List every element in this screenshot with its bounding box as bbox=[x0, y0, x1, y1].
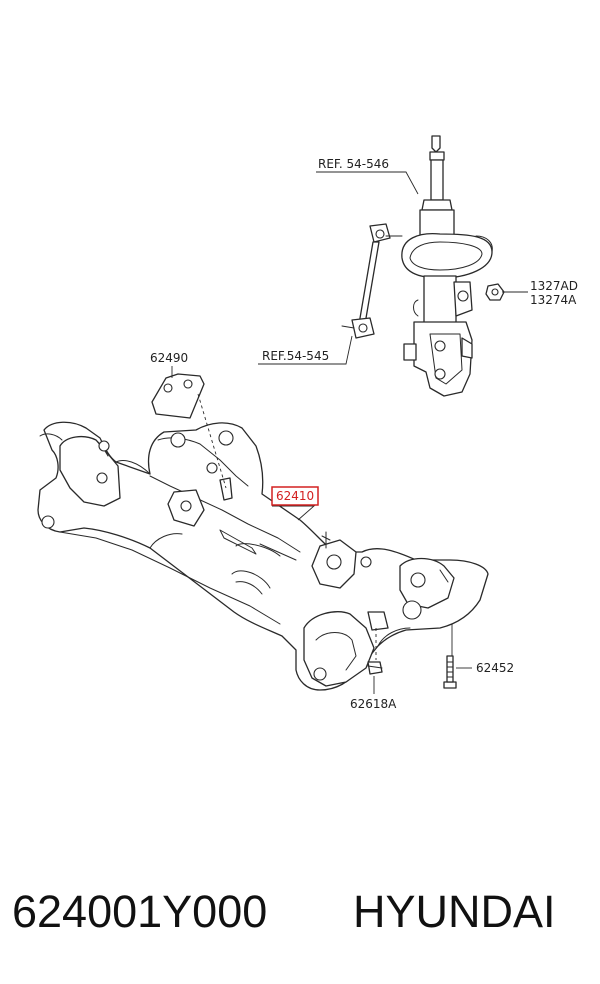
brand-caption: HYUNDAI bbox=[353, 886, 556, 937]
crossmember-62410 bbox=[37, 421, 489, 691]
stabilizer-link bbox=[341, 223, 403, 339]
leader-lines bbox=[171, 171, 528, 694]
label-1327ad: 1327AD bbox=[530, 279, 578, 293]
highlight-62410: 62410 bbox=[271, 486, 319, 506]
label-62452: 62452 bbox=[476, 661, 514, 675]
highlight-box bbox=[271, 486, 319, 506]
bolt-62452 bbox=[443, 655, 457, 689]
label-62410: 62410 bbox=[276, 489, 314, 503]
label-62490: 62490 bbox=[150, 351, 188, 365]
part-number-caption: 624001Y000 bbox=[12, 886, 268, 937]
strut-assembly bbox=[401, 135, 493, 397]
bracket-62490 bbox=[151, 373, 205, 419]
label-13274a: 13274A bbox=[530, 293, 577, 307]
label-ref-54-545: REF.54-545 bbox=[262, 349, 329, 363]
nut-1327ad bbox=[485, 283, 505, 301]
label-62618a: 62618A bbox=[350, 697, 397, 711]
label-ref-54-546: REF. 54-546 bbox=[318, 157, 389, 171]
nut-62618a bbox=[367, 661, 383, 675]
